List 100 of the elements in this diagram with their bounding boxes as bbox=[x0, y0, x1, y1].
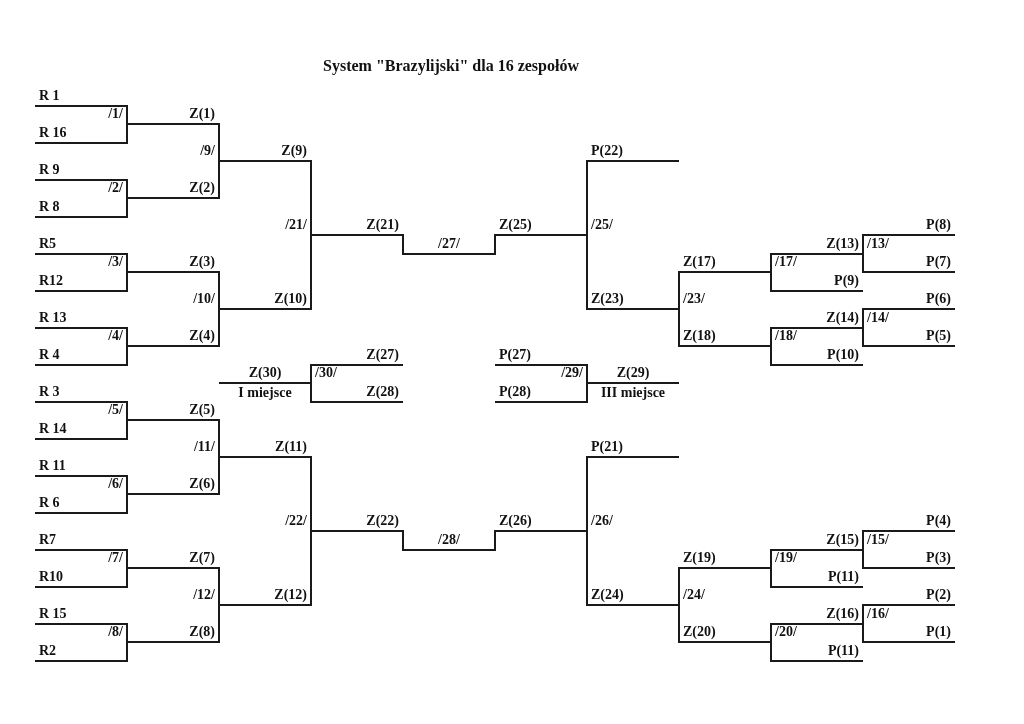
bracket-connector bbox=[586, 530, 588, 606]
slot-label: R7 bbox=[39, 532, 57, 547]
bracket-connector bbox=[586, 382, 588, 403]
bracket-connector bbox=[770, 271, 772, 292]
slot-label: Z(19) bbox=[683, 550, 716, 565]
bracket-connector bbox=[678, 604, 680, 643]
bracket-connector bbox=[218, 271, 220, 310]
bracket-connector bbox=[126, 327, 128, 347]
slot-label: R 4 bbox=[39, 347, 60, 362]
slot-label: Z(30) bbox=[248, 365, 282, 380]
bracket-connector bbox=[494, 530, 496, 551]
bracket-connector bbox=[310, 530, 312, 606]
match-number: /17/ bbox=[775, 254, 797, 269]
bracket-connector bbox=[586, 456, 588, 532]
bracket-connector bbox=[126, 271, 128, 292]
slot-label: P(7) bbox=[926, 254, 951, 269]
bracket-connector bbox=[126, 475, 128, 495]
bracket-connector bbox=[494, 234, 496, 255]
bracket-slot bbox=[127, 179, 219, 199]
bracket-connector bbox=[218, 456, 220, 495]
slot-label: Z(3) bbox=[189, 254, 215, 269]
slot-label: Z(28) bbox=[366, 384, 399, 399]
bracket-connector bbox=[770, 327, 772, 347]
bracket-connector bbox=[126, 123, 128, 144]
bracket-slot bbox=[403, 235, 495, 255]
slot-label: Z(5) bbox=[189, 402, 215, 417]
slot-label: Z(27) bbox=[366, 347, 399, 362]
slot-label: P(22) bbox=[591, 143, 623, 158]
bracket-connector bbox=[862, 549, 864, 569]
bracket-connector bbox=[310, 364, 312, 384]
slot-label: P(6) bbox=[926, 291, 951, 306]
slot-label: Z(9) bbox=[281, 143, 307, 158]
slot-label: Z(1) bbox=[189, 106, 215, 121]
bracket-connector bbox=[862, 530, 864, 551]
bracket-slot bbox=[219, 586, 311, 606]
match-number: /16/ bbox=[867, 606, 889, 621]
slot-label: Z(18) bbox=[683, 328, 716, 343]
slot-label: R 16 bbox=[39, 125, 67, 140]
slot-label: Z(21) bbox=[366, 217, 399, 232]
slot-label: Z(10) bbox=[274, 291, 307, 306]
slot-label: Z(23) bbox=[591, 291, 624, 306]
slot-label: R 11 bbox=[39, 458, 66, 473]
slot-label: R12 bbox=[39, 273, 64, 288]
match-number: /26/ bbox=[591, 513, 613, 528]
slot-label: P(8) bbox=[926, 217, 951, 232]
slot-label: R2 bbox=[39, 643, 57, 658]
match-number: /23/ bbox=[683, 291, 705, 306]
bracket-slot bbox=[679, 327, 771, 347]
bracket-connector bbox=[586, 234, 588, 310]
match-number: /15/ bbox=[867, 532, 889, 547]
slot-label: P(11) bbox=[827, 569, 859, 584]
bracket-slot bbox=[127, 327, 219, 347]
slot-label: R 13 bbox=[39, 310, 67, 325]
place-label: I miejsce bbox=[238, 385, 292, 400]
bracket-connector bbox=[126, 179, 128, 199]
bracket-connector bbox=[770, 641, 772, 662]
match-number: /20/ bbox=[775, 624, 797, 639]
match-number: /30/ bbox=[315, 365, 337, 380]
slot-label: P(21) bbox=[591, 439, 623, 454]
slot-label: R 3 bbox=[39, 384, 60, 399]
bracket-connector bbox=[310, 160, 312, 236]
match-number: /7/ bbox=[108, 550, 123, 565]
bracket-connector bbox=[770, 549, 772, 569]
match-number: /4/ bbox=[108, 328, 123, 343]
slot-label: P(9) bbox=[834, 273, 859, 288]
bracket-connector bbox=[126, 493, 128, 514]
bracket-connector bbox=[126, 401, 128, 421]
bracket-connector bbox=[126, 105, 128, 125]
bracket-connector bbox=[218, 567, 220, 606]
slot-label: Z(15) bbox=[826, 532, 859, 547]
slot-label: R 15 bbox=[39, 606, 67, 621]
slot-label: Z(7) bbox=[189, 550, 215, 565]
bracket-connector bbox=[678, 308, 680, 347]
slot-label: R 8 bbox=[39, 199, 60, 214]
match-number: /22/ bbox=[285, 513, 307, 528]
slot-label: Z(6) bbox=[189, 476, 215, 491]
slot-label: Z(20) bbox=[683, 624, 716, 639]
bracket-connector bbox=[770, 623, 772, 643]
bracket-connector bbox=[310, 382, 312, 403]
slot-label: Z(22) bbox=[366, 513, 399, 528]
bracket-connector bbox=[218, 160, 220, 199]
slot-label: P(4) bbox=[926, 513, 951, 528]
bracket-connector bbox=[770, 345, 772, 366]
bracket-connector bbox=[862, 308, 864, 329]
bracket-connector bbox=[126, 345, 128, 366]
slot-label: Z(4) bbox=[189, 328, 215, 343]
slot-label: Z(11) bbox=[275, 439, 307, 454]
slot-label: Z(13) bbox=[826, 236, 859, 251]
match-number: /2/ bbox=[108, 180, 123, 195]
match-number: /14/ bbox=[867, 310, 889, 325]
bracket-connector bbox=[218, 604, 220, 643]
bracket-connector bbox=[218, 308, 220, 347]
slot-label: R10 bbox=[39, 569, 64, 584]
slot-label: Z(29) bbox=[616, 365, 650, 380]
bracket-slot bbox=[403, 531, 495, 551]
bracket-connector bbox=[862, 604, 864, 625]
bracket-connector bbox=[402, 530, 404, 551]
slot-label: R 6 bbox=[39, 495, 60, 510]
bracket-slot bbox=[127, 623, 219, 643]
slot-label: R 14 bbox=[39, 421, 67, 436]
